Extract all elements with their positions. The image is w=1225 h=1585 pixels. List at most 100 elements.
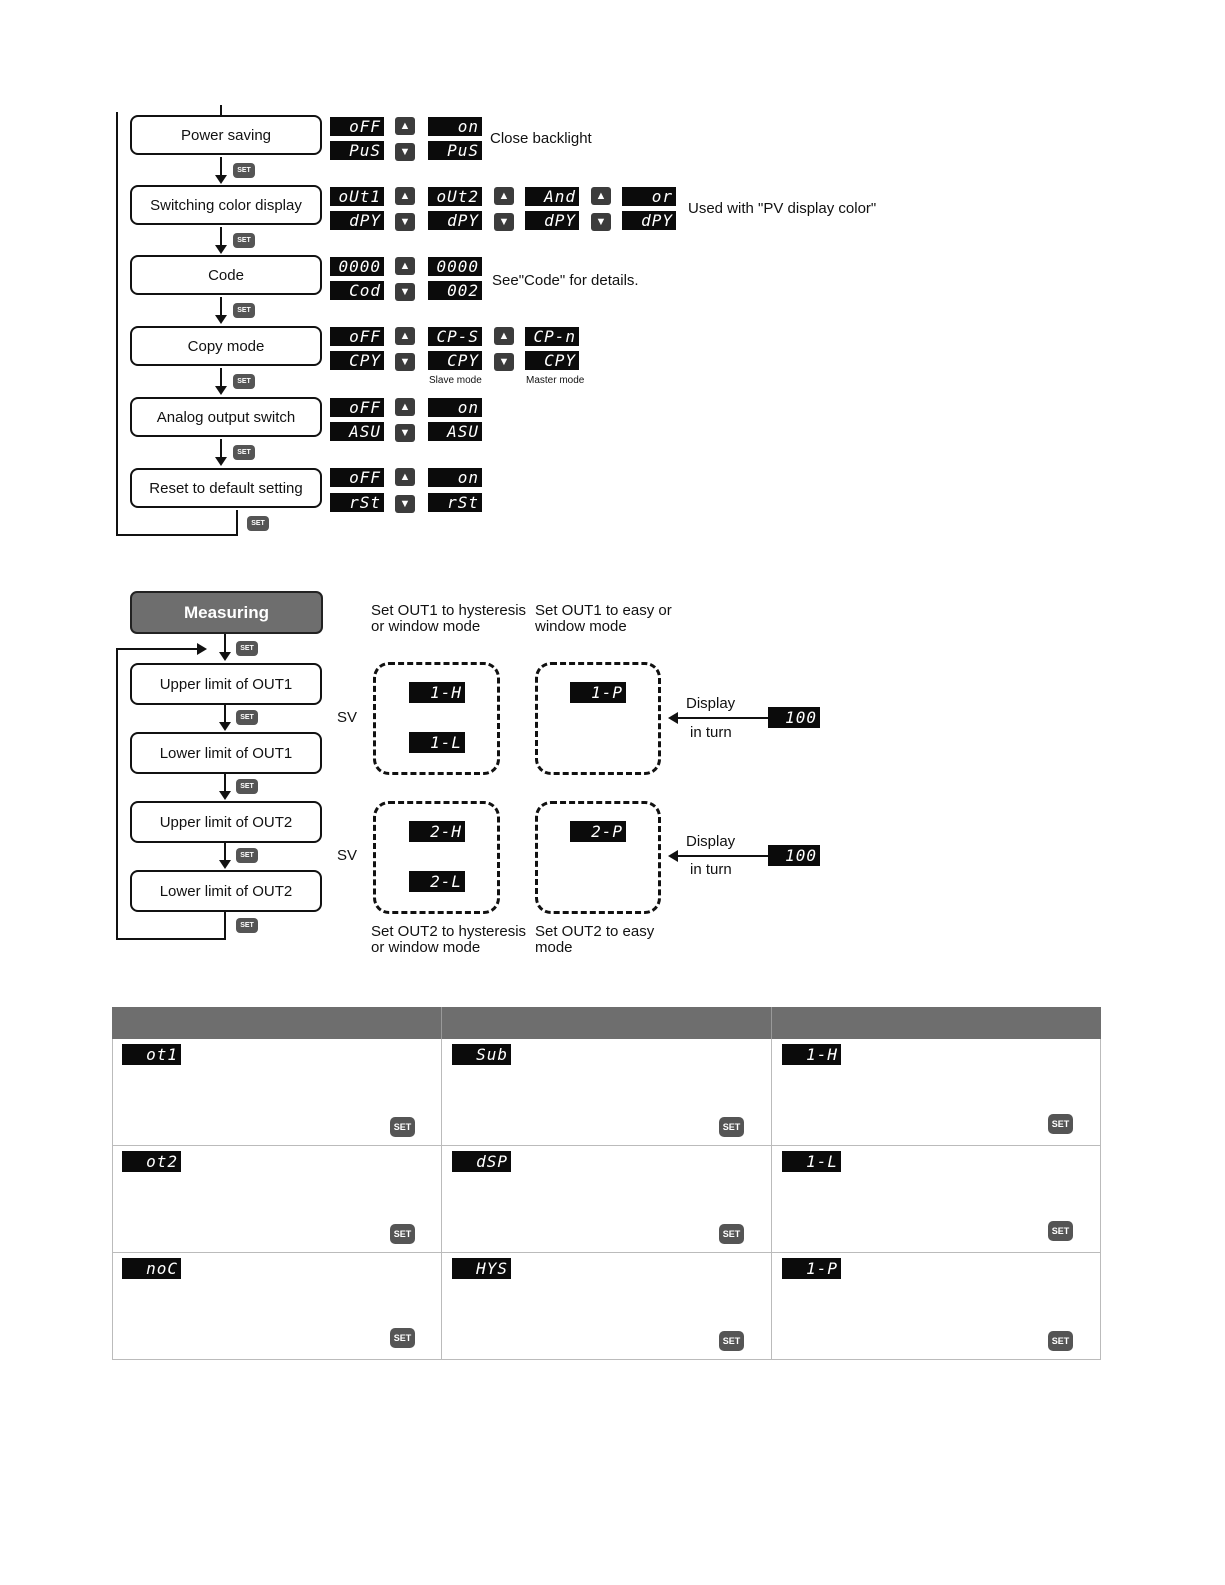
down-key-icon[interactable]: ▼ xyxy=(395,143,415,161)
set-key[interactable]: SET xyxy=(390,1224,415,1244)
caption-out1-easy: Set OUT1 to easy or window mode xyxy=(535,602,672,635)
set-key[interactable]: SET xyxy=(236,918,258,933)
up-key-icon[interactable]: ▲ xyxy=(395,117,415,135)
lcd-display: oFF xyxy=(330,398,384,417)
table-cell: ot2 SET xyxy=(112,1146,442,1253)
mode-box-out2-easy xyxy=(535,801,661,914)
up-key-icon[interactable]: ▲ xyxy=(395,468,415,486)
arrow-down-icon xyxy=(215,245,227,254)
lcd-display: ot1 xyxy=(122,1044,181,1065)
set-key[interactable]: SET xyxy=(247,516,269,531)
up-key-icon[interactable]: ▲ xyxy=(395,398,415,416)
set-key[interactable]: SET xyxy=(1048,1221,1073,1241)
lcd-display: 1-H xyxy=(782,1044,841,1065)
lcd-display: 0000 xyxy=(428,257,482,276)
connector xyxy=(224,843,226,861)
caption-out1-hysteresis: Set OUT1 to hysteresis or window mode xyxy=(371,602,527,635)
lcd-display: 002 xyxy=(428,281,482,300)
arrow-down-icon xyxy=(219,860,231,869)
mode-box-out2-hys xyxy=(373,801,500,914)
note-text: Used with "PV display color" xyxy=(688,200,877,217)
step-upper-limit-out2: Upper limit of OUT2 xyxy=(130,801,322,843)
set-key[interactable]: SET xyxy=(233,445,255,460)
flow1-top-line xyxy=(220,105,222,115)
measuring-box: Measuring xyxy=(130,591,323,634)
arrow-down-icon xyxy=(215,457,227,466)
table-cell: HYS SET xyxy=(442,1253,772,1360)
lcd-display: 2-P xyxy=(570,821,626,842)
table-cell: 1-H SET xyxy=(772,1039,1101,1146)
lcd-display: Cod xyxy=(330,281,384,300)
connector xyxy=(220,227,222,245)
table-cell: noC SET xyxy=(112,1253,442,1360)
lcd-display: 1-L xyxy=(409,732,465,753)
lcd-display: CP-n xyxy=(525,327,579,346)
up-key-icon[interactable]: ▲ xyxy=(395,257,415,275)
flow2-loop-top-line xyxy=(116,648,202,650)
down-key-icon[interactable]: ▼ xyxy=(591,213,611,231)
set-key[interactable]: SET xyxy=(719,1331,744,1351)
double-arrow-line xyxy=(676,717,776,719)
step-lower-limit-out2: Lower limit of OUT2 xyxy=(130,870,322,912)
step-label: Switching color display xyxy=(150,196,302,214)
step-label: Code xyxy=(208,266,244,284)
table-frame xyxy=(112,1039,1101,1360)
down-key-icon[interactable]: ▼ xyxy=(395,495,415,513)
flow1-loop-left-line xyxy=(116,112,118,536)
lcd-display: And xyxy=(525,187,579,206)
set-key[interactable]: SET xyxy=(236,848,258,863)
lcd-display: or xyxy=(622,187,676,206)
table-header-divider xyxy=(441,1007,442,1039)
step-label: Power saving xyxy=(180,126,272,144)
connector xyxy=(220,368,222,386)
down-key-icon[interactable]: ▼ xyxy=(395,213,415,231)
arrow-down-icon xyxy=(219,791,231,800)
up-key-icon[interactable]: ▲ xyxy=(494,327,514,345)
set-key[interactable]: SET xyxy=(719,1224,744,1244)
step-lower-limit-out1: Lower limit of OUT1 xyxy=(130,732,322,774)
connector xyxy=(220,297,222,315)
step-power-saving: Power saving xyxy=(130,115,322,155)
set-key[interactable]: SET xyxy=(236,641,258,656)
set-key[interactable]: SET xyxy=(719,1117,744,1137)
lcd-display: 1-L xyxy=(782,1151,841,1172)
set-key[interactable]: SET xyxy=(1048,1331,1073,1351)
lcd-display: dPY xyxy=(622,211,676,230)
set-key[interactable]: SET xyxy=(236,779,258,794)
arrow-down-icon xyxy=(219,722,231,731)
set-key[interactable]: SET xyxy=(1048,1114,1073,1134)
set-key[interactable]: SET xyxy=(390,1328,415,1348)
set-key[interactable]: SET xyxy=(236,710,258,725)
down-key-icon[interactable]: ▼ xyxy=(494,213,514,231)
up-key-icon[interactable]: ▲ xyxy=(395,187,415,205)
lcd-display: dPY xyxy=(525,211,579,230)
display-in-turn-line1: Display xyxy=(686,833,736,850)
down-key-icon[interactable]: ▼ xyxy=(395,424,415,442)
down-key-icon[interactable]: ▼ xyxy=(395,283,415,301)
set-key[interactable]: SET xyxy=(233,163,255,178)
down-key-icon[interactable]: ▼ xyxy=(494,353,514,371)
set-key[interactable]: SET xyxy=(233,303,255,318)
lcd-display: CPY xyxy=(525,351,579,370)
up-key-icon[interactable]: ▲ xyxy=(494,187,514,205)
connector xyxy=(220,439,222,457)
caption-master-mode: Master mode xyxy=(526,375,585,386)
step-label: Upper limit of OUT1 xyxy=(159,675,293,693)
flow2-loop-left-line xyxy=(116,648,118,940)
set-key[interactable]: SET xyxy=(390,1117,415,1137)
lcd-display: dSP xyxy=(452,1151,511,1172)
up-key-icon[interactable]: ▲ xyxy=(395,327,415,345)
step-label: Lower limit of OUT2 xyxy=(159,882,293,900)
display-in-turn-line1: Display xyxy=(686,695,736,712)
note-text: See"Code" for details. xyxy=(492,272,639,289)
mode-box-out1-easy xyxy=(535,662,661,775)
set-key[interactable]: SET xyxy=(233,374,255,389)
step-label: Lower limit of OUT1 xyxy=(159,744,293,762)
mode-box-out1-hys xyxy=(373,662,500,775)
caption-out2-easy: Set OUT2 to easy mode xyxy=(535,923,655,956)
down-key-icon[interactable]: ▼ xyxy=(395,353,415,371)
set-key[interactable]: SET xyxy=(233,233,255,248)
lcd-display: 100 xyxy=(768,707,820,728)
arrow-left-icon xyxy=(668,712,678,724)
up-key-icon[interactable]: ▲ xyxy=(591,187,611,205)
